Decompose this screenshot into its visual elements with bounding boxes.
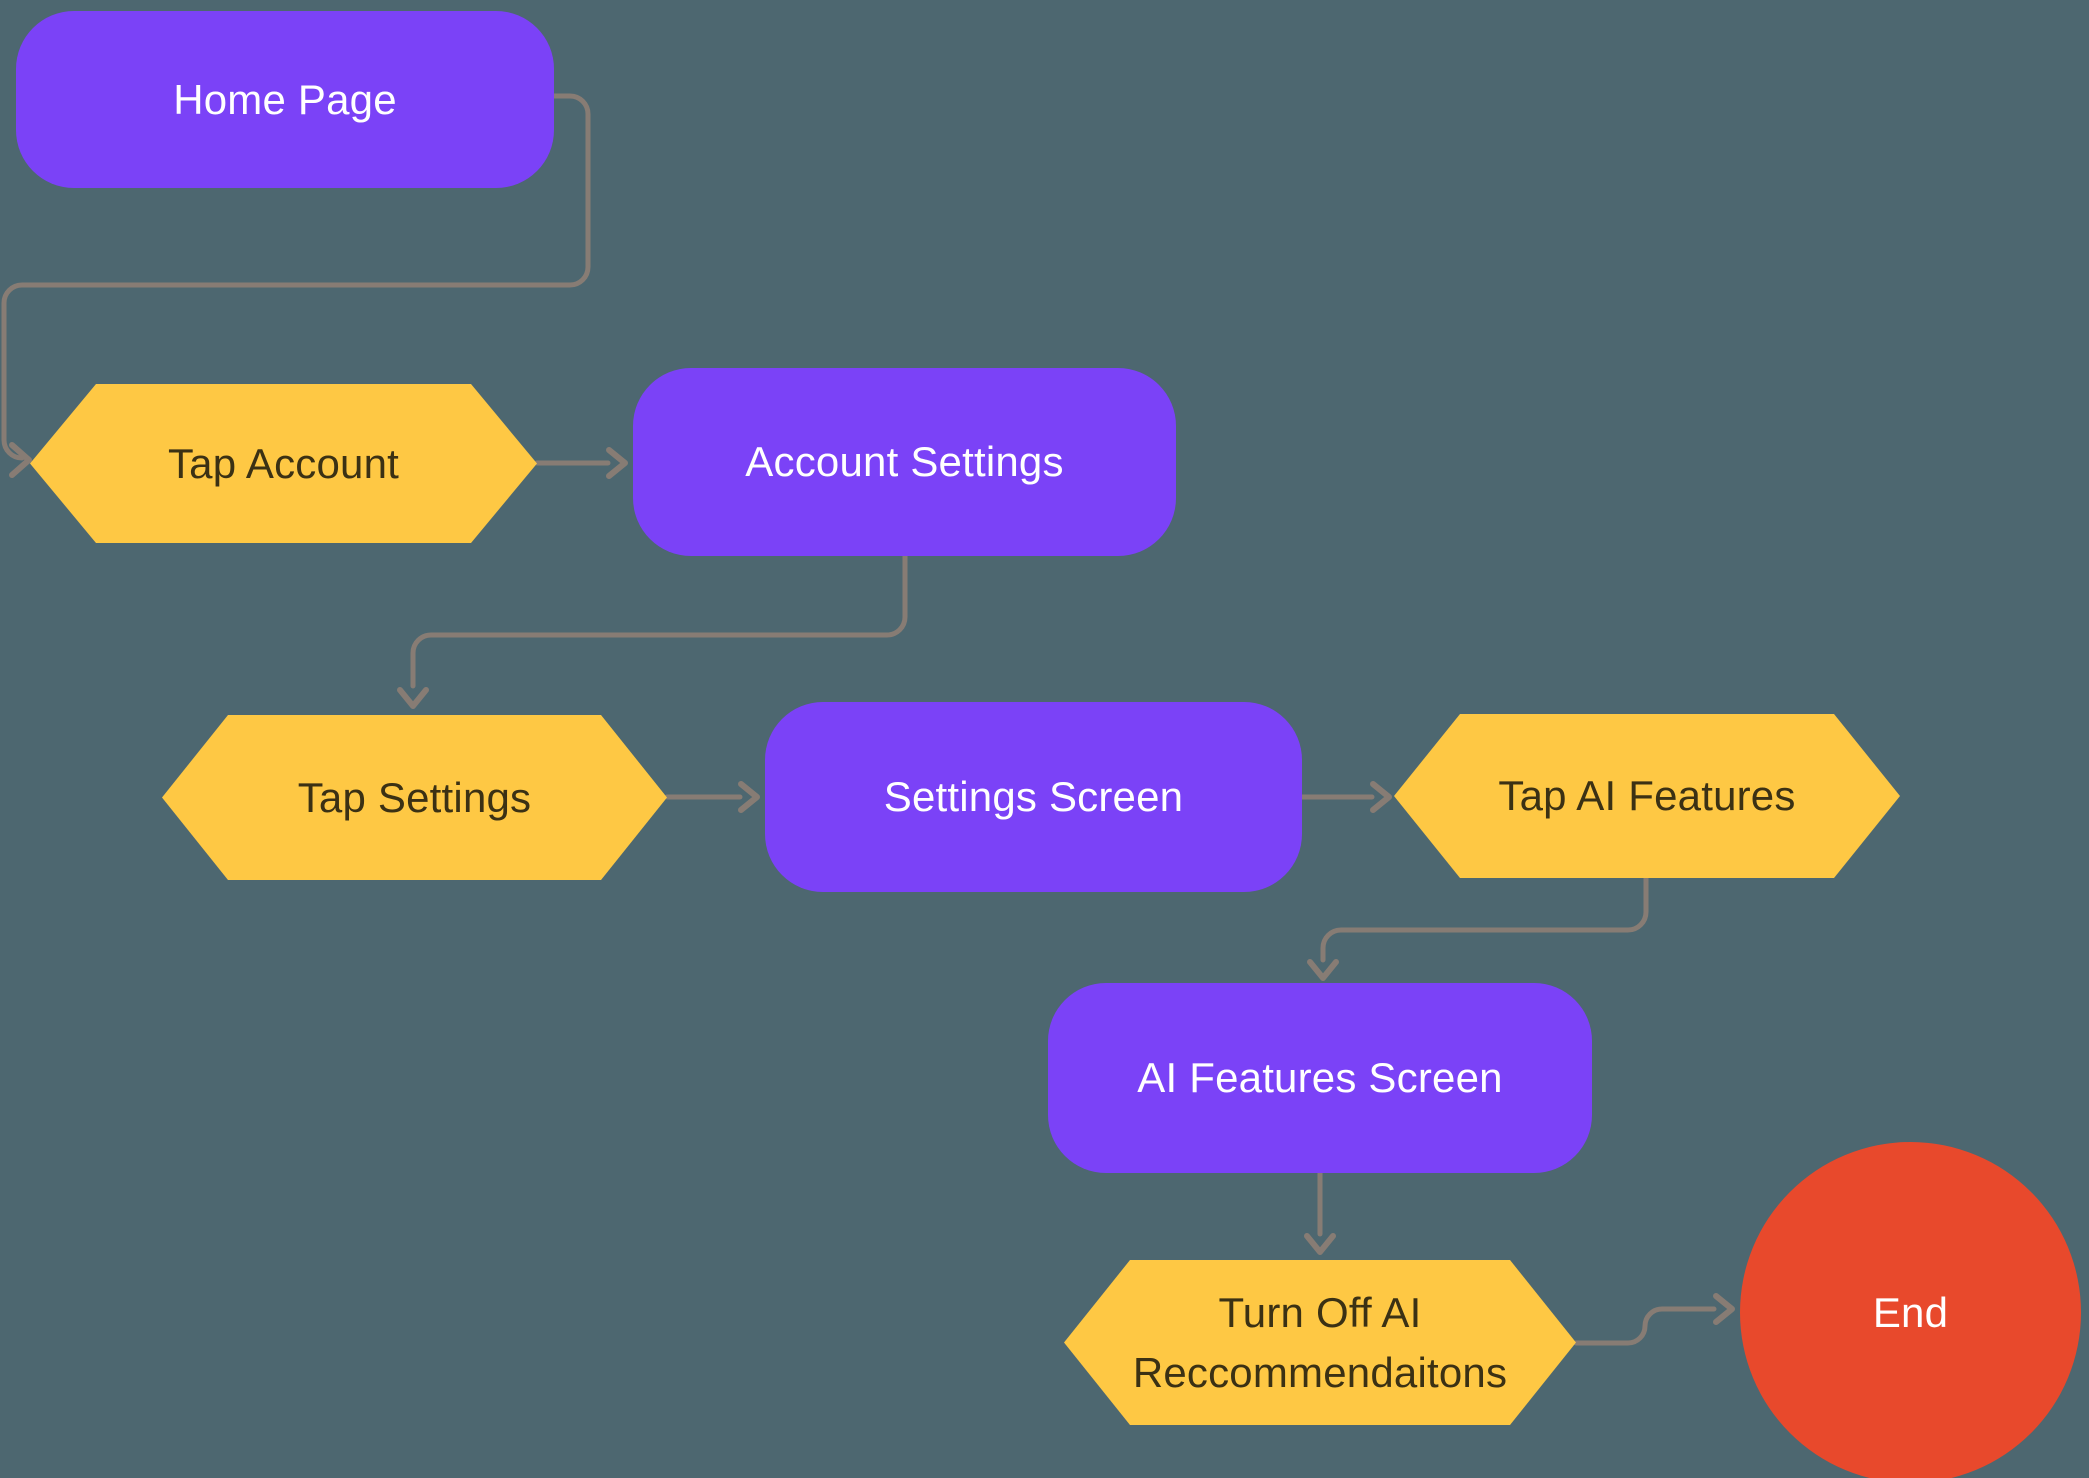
node-home-page-label: Home Page (173, 75, 397, 123)
arrowhead-right-icon (9, 442, 32, 478)
node-home-page[interactable]: Home Page (16, 11, 554, 188)
node-tap-ai-features-label: Tap AI Features (1498, 772, 1796, 820)
node-ai-features-screen-label: AI Features Screen (1137, 1054, 1503, 1102)
node-tap-account[interactable]: Tap Account (30, 384, 537, 543)
node-settings-screen-label: Settings Screen (883, 773, 1184, 821)
arrowhead-down-icon (1304, 1233, 1336, 1255)
node-turn-off-ai-recommendations[interactable]: Turn Off AI Reccommendaitons (1064, 1260, 1576, 1425)
node-tap-ai-features[interactable]: Tap AI Features (1394, 714, 1900, 878)
connector-tap-account-to-account-settings (534, 447, 628, 479)
connector-ai-features-screen-to-turn-off-ai-recommendations (1304, 1170, 1336, 1255)
node-account-settings[interactable]: Account Settings (633, 368, 1176, 556)
node-settings-screen[interactable]: Settings Screen (765, 702, 1302, 892)
connector-account-settings-to-tap-settings (397, 553, 908, 709)
node-tap-account-label: Tap Account (167, 439, 400, 487)
connector-turn-off-ai-recommendations-to-end (1573, 1293, 1735, 1346)
arrowhead-right-icon (1713, 1293, 1735, 1325)
connector-line (410, 553, 908, 689)
node-account-settings-label: Account Settings (745, 438, 1064, 486)
node-turn-off-ai-recommendations-label: Turn Off AI Reccommendaitons (1132, 1288, 1508, 1396)
node-end[interactable]: End (1740, 1142, 2081, 1478)
node-tap-settings-label: Tap Settings (297, 773, 532, 821)
connector-tap-ai-features-to-ai-features-screen (1307, 875, 1649, 981)
connector-tap-settings-to-settings-screen (664, 781, 760, 813)
arrowhead-down-icon (397, 687, 429, 709)
arrowhead-down-icon (1307, 959, 1339, 981)
connector-line (1573, 1306, 1717, 1346)
arrowhead-right-icon (738, 781, 760, 813)
node-end-label: End (1872, 1288, 1949, 1336)
connector-settings-screen-to-tap-ai-features (1299, 781, 1392, 813)
connector-line (1320, 875, 1649, 963)
node-tap-settings[interactable]: Tap Settings (162, 715, 667, 880)
node-ai-features-screen[interactable]: AI Features Screen (1048, 983, 1592, 1173)
arrowhead-right-icon (1370, 781, 1392, 813)
arrowhead-right-icon (606, 447, 628, 479)
